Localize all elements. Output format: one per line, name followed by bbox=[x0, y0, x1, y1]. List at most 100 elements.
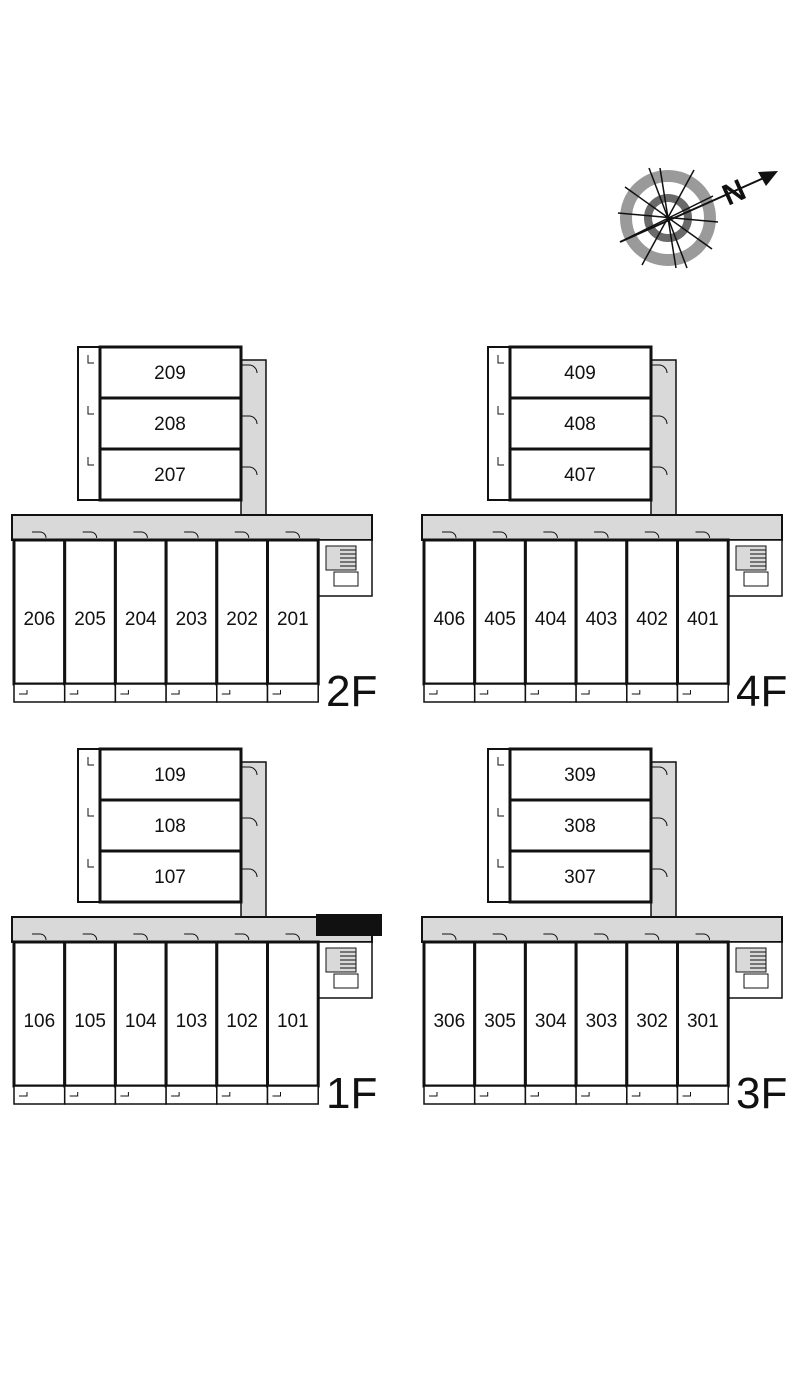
unit-label: 406 bbox=[433, 609, 465, 630]
unit-label: 404 bbox=[535, 609, 567, 630]
unit-105: 105 bbox=[63, 933, 117, 1105]
unit-label: 104 bbox=[125, 1011, 157, 1032]
unit-balcony bbox=[524, 1085, 577, 1105]
door-swing bbox=[133, 531, 148, 539]
door-swing bbox=[492, 531, 508, 539]
unit-room bbox=[676, 538, 730, 686]
balcony-fixture bbox=[530, 1092, 539, 1097]
unit-204: 204 bbox=[113, 531, 168, 703]
floor-label: 2F bbox=[326, 667, 377, 716]
unit-label: 203 bbox=[176, 609, 208, 630]
unit-room bbox=[508, 747, 653, 802]
balcony-fixture bbox=[497, 406, 504, 415]
balcony-fixture bbox=[87, 355, 94, 364]
upper-corridor bbox=[240, 359, 267, 519]
unit-label: 109 bbox=[154, 765, 186, 786]
door-swing bbox=[594, 531, 609, 539]
unit-balcony bbox=[423, 1085, 476, 1105]
unit-balcony bbox=[165, 1085, 218, 1105]
compass-line bbox=[659, 167, 677, 269]
balcony-fixture bbox=[19, 690, 28, 695]
door-swing bbox=[285, 531, 300, 539]
unit-301: 301 bbox=[676, 933, 730, 1105]
balcony-fixture bbox=[272, 690, 281, 695]
unit-label: 107 bbox=[154, 867, 186, 888]
unit-label: 208 bbox=[154, 414, 186, 435]
balcony-fixture bbox=[581, 1092, 590, 1097]
door-swing bbox=[184, 933, 199, 941]
balcony-fixture bbox=[497, 808, 504, 817]
door-swing bbox=[82, 531, 98, 539]
unit-room bbox=[508, 798, 653, 853]
stair-box bbox=[743, 973, 769, 989]
unit-label: 405 bbox=[484, 609, 516, 630]
unit-label: 407 bbox=[564, 465, 596, 486]
unit-label: 205 bbox=[74, 609, 106, 630]
unit-104: 104 bbox=[113, 933, 168, 1105]
balcony-fixture bbox=[631, 690, 641, 695]
unit-407: 407 bbox=[497, 447, 668, 502]
unit-balcony bbox=[676, 1085, 729, 1105]
lower-corridor bbox=[11, 514, 373, 541]
door-swing bbox=[241, 415, 258, 425]
unit-label: 207 bbox=[154, 465, 186, 486]
unit-label: 103 bbox=[176, 1011, 208, 1032]
unit-room bbox=[508, 447, 653, 502]
door-swing bbox=[32, 531, 47, 539]
unit-label: 305 bbox=[484, 1011, 516, 1032]
balcony-fixture bbox=[69, 690, 79, 695]
unit-balcony bbox=[423, 683, 476, 703]
unit-label: 303 bbox=[586, 1011, 618, 1032]
unit-209: 209 bbox=[87, 345, 258, 400]
unit-balcony bbox=[114, 683, 167, 703]
unit-balcony bbox=[575, 683, 628, 703]
unit-label: 306 bbox=[433, 1011, 465, 1032]
unit-308: 308 bbox=[497, 798, 668, 853]
door-swing bbox=[241, 466, 258, 476]
door-swing bbox=[695, 933, 710, 941]
unit-label: 307 bbox=[564, 867, 596, 888]
unit-label: 206 bbox=[23, 609, 55, 630]
unit-label: 408 bbox=[564, 414, 596, 435]
door-swing bbox=[695, 531, 710, 539]
unit-balcony bbox=[266, 683, 319, 703]
unit-107: 107 bbox=[87, 849, 258, 904]
lower-corridor bbox=[421, 916, 783, 943]
door-swing bbox=[651, 817, 668, 827]
balcony-fixture bbox=[581, 690, 590, 695]
door-swing bbox=[651, 415, 668, 425]
lower-corridor bbox=[421, 514, 783, 541]
balcony-fixture bbox=[497, 757, 504, 766]
unit-101: 101 bbox=[266, 933, 320, 1105]
unit-room bbox=[164, 538, 219, 686]
unit-label: 301 bbox=[687, 1011, 719, 1032]
stair-box bbox=[333, 571, 359, 587]
unit-balcony bbox=[626, 1085, 679, 1105]
balcony-fixture bbox=[171, 1092, 180, 1097]
balcony-fixture bbox=[682, 690, 691, 695]
unit-103: 103 bbox=[164, 933, 219, 1105]
unit-balcony bbox=[575, 1085, 628, 1105]
door-swing bbox=[241, 766, 258, 776]
door-swing bbox=[594, 933, 609, 941]
unit-108: 108 bbox=[87, 798, 258, 853]
balcony-fixture bbox=[87, 808, 94, 817]
floor-label: 3F bbox=[736, 1069, 787, 1118]
unit-203: 203 bbox=[164, 531, 219, 703]
balcony-fixture bbox=[87, 406, 94, 415]
balcony-fixture bbox=[272, 1092, 281, 1097]
unit-409: 409 bbox=[497, 345, 668, 400]
balcony-fixture bbox=[497, 355, 504, 364]
stair-box bbox=[743, 571, 769, 587]
unit-408: 408 bbox=[497, 396, 668, 451]
unit-balcony bbox=[165, 683, 218, 703]
unit-room bbox=[164, 940, 219, 1088]
balcony-fixture bbox=[120, 690, 129, 695]
door-swing bbox=[241, 364, 258, 374]
door-swing bbox=[543, 531, 558, 539]
door-swing bbox=[133, 933, 148, 941]
balcony-fixture bbox=[87, 457, 94, 466]
floor-label: 4F bbox=[736, 667, 787, 716]
